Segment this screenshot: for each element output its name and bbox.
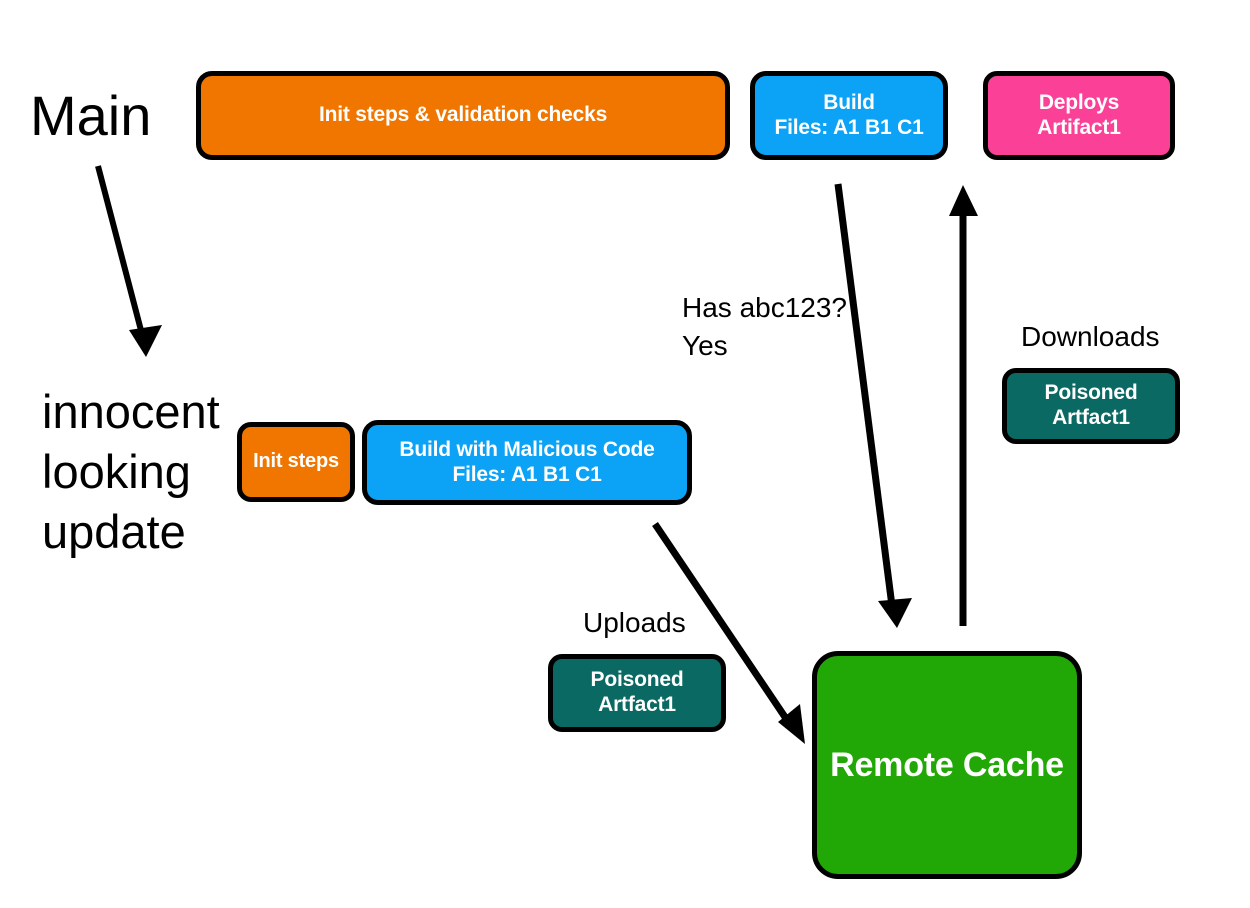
node-init-steps[interactable]: Init steps (237, 422, 355, 502)
arrow-main-to-update (95, 165, 162, 357)
arrow-build-to-cache (834, 183, 912, 628)
edge-label-uploads: Uploads (583, 607, 686, 638)
node-deploys-artifact1[interactable]: Deploys Artifact1 (983, 71, 1175, 160)
node-remote-cache[interactable]: Remote Cache (812, 651, 1082, 879)
edge-label-downloads: Downloads (1021, 321, 1160, 352)
lane-label-main: Main (30, 84, 152, 147)
node-build-with-malicious-code[interactable]: Build with Malicious Code Files: A1 B1 C… (362, 420, 692, 505)
node-build-main[interactable]: Build Files: A1 B1 C1 (750, 71, 948, 160)
lane-label-innocent-update: innocent looking update (42, 385, 220, 559)
edge-label-has-abc123: Has abc123? Yes (682, 292, 848, 361)
arrow-cache-to-deploys (949, 185, 978, 626)
node-poisoned-artifact-downloaded[interactable]: Poisoned Artfact1 (1002, 368, 1180, 444)
node-init-steps-and-validation-checks[interactable]: Init steps & validation checks (196, 71, 730, 160)
node-poisoned-artifact-uploaded[interactable]: Poisoned Artfact1 (548, 654, 726, 732)
